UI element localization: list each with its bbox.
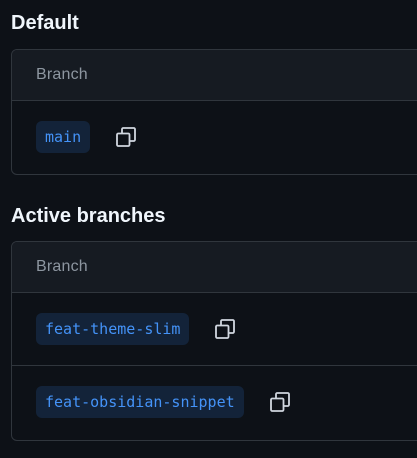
copy-icon xyxy=(269,391,290,412)
active-branches-table: Branch feat-theme-slim feat-obsidian-sni… xyxy=(11,241,417,441)
branch-name-feat-obsidian-snippet[interactable]: feat-obsidian-snippet xyxy=(36,385,244,418)
active-table-header: Branch xyxy=(12,242,417,293)
active-column-header: Branch xyxy=(36,258,88,275)
branch-row-feat-theme-slim: feat-theme-slim xyxy=(12,293,417,365)
branch-row-main: main xyxy=(12,101,417,173)
default-column-header: Branch xyxy=(36,66,88,83)
copy-button-main[interactable] xyxy=(112,123,140,151)
copy-button-feat-obsidian-snippet[interactable] xyxy=(266,388,294,416)
default-section-title: Default xyxy=(11,12,79,34)
active-branches-section-title: Active branches xyxy=(11,205,166,227)
branch-name-feat-theme-slim[interactable]: feat-theme-slim xyxy=(36,313,190,345)
copy-button-feat-theme-slim[interactable] xyxy=(211,315,239,343)
copy-icon xyxy=(116,127,137,147)
branch-row-feat-obsidian-snippet: feat-obsidian-snippet xyxy=(12,365,417,437)
branch-name-main[interactable]: main xyxy=(36,121,91,153)
default-branch-table: Branch main xyxy=(11,49,417,175)
copy-icon xyxy=(215,319,236,339)
default-table-header: Branch xyxy=(12,50,417,101)
